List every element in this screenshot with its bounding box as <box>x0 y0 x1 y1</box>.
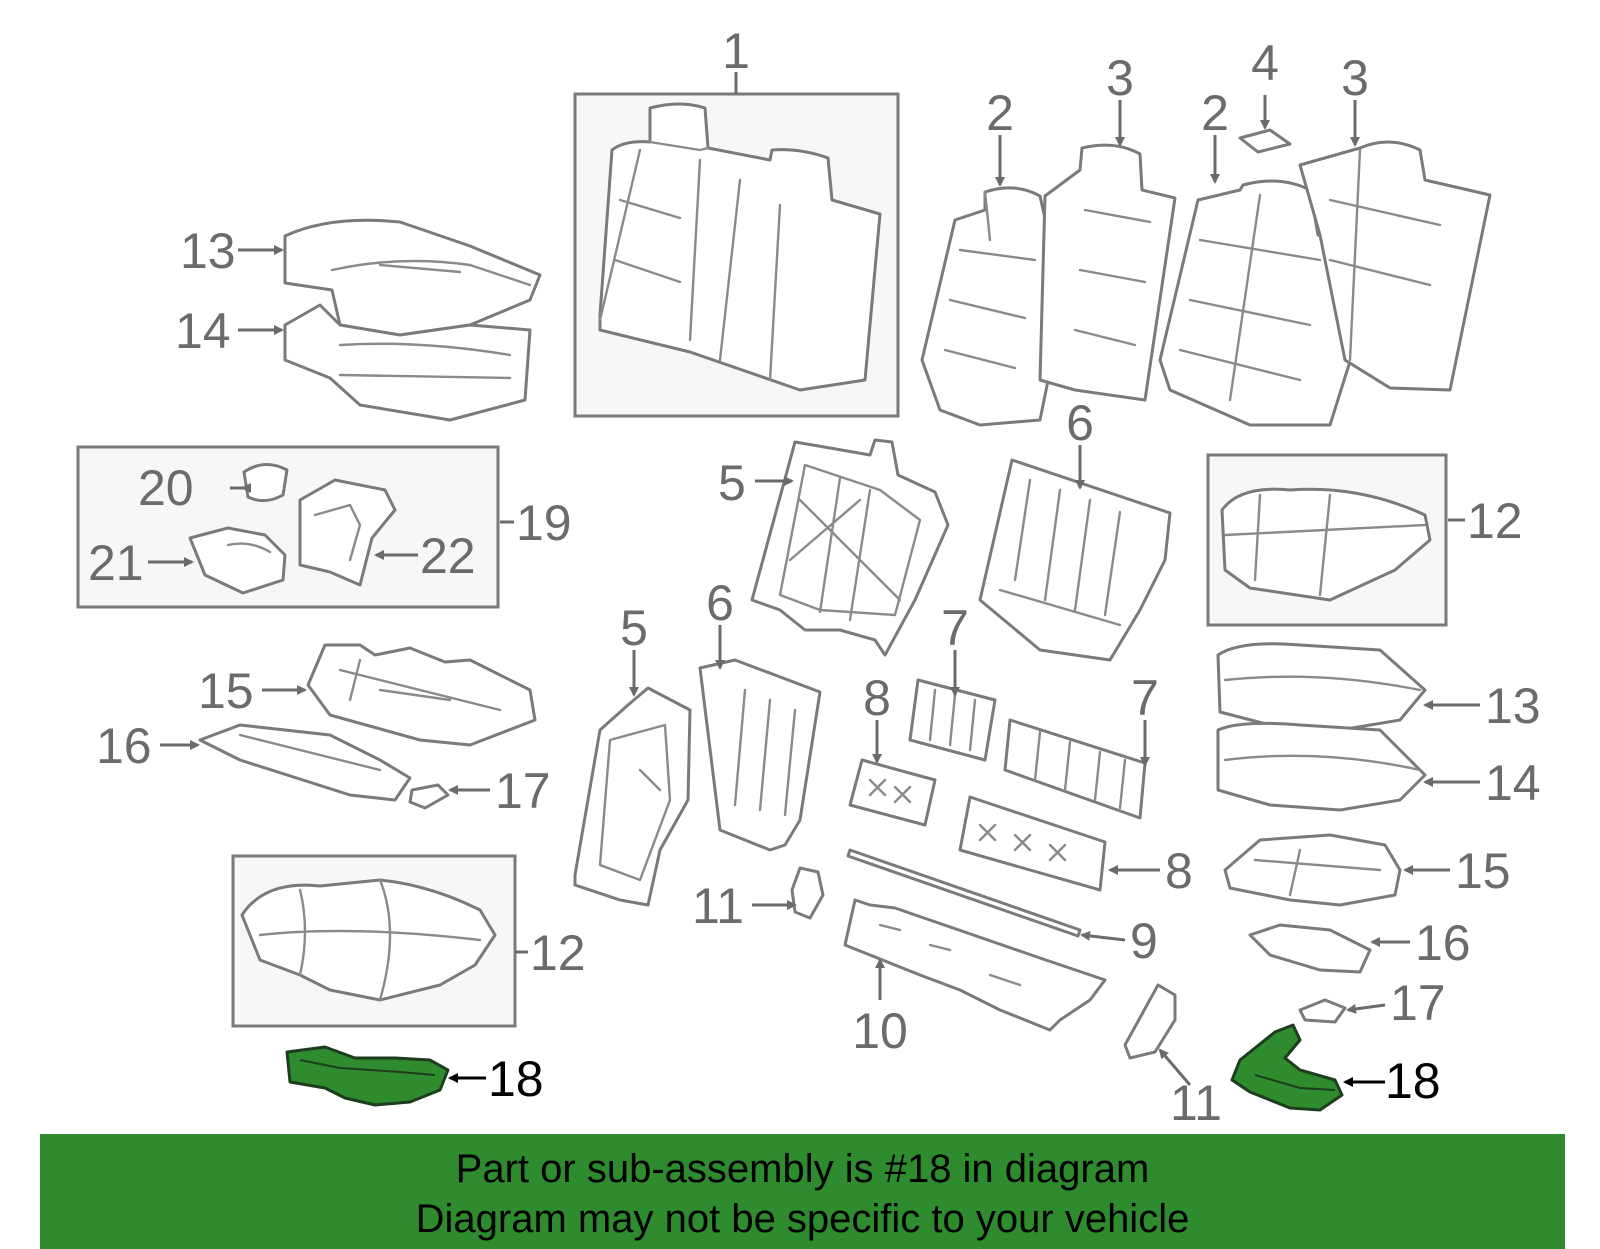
part-10-bracket <box>843 898 1107 1032</box>
part-11-upper <box>790 866 825 920</box>
callout-16-right: 16 <box>1415 915 1471 971</box>
callout-18-left: 18 <box>488 1051 544 1107</box>
banner-text: Part or sub-assembly is #18 in diagram D… <box>40 1144 1565 1244</box>
callout-7-upper: 7 <box>941 600 969 656</box>
callout-9: 9 <box>1130 913 1158 969</box>
callout-1: 1 <box>722 23 750 79</box>
callout-10: 10 <box>852 1003 908 1059</box>
callout-5-lower: 5 <box>620 600 648 656</box>
part-16-bracket-left <box>198 723 412 802</box>
callout-8-left: 8 <box>863 670 891 726</box>
part-5-side-frame <box>573 686 692 907</box>
part-18-highlighted-right <box>1230 1023 1344 1112</box>
callout-21: 21 <box>88 535 144 591</box>
part-18-highlighted-left <box>285 1045 450 1107</box>
part-19-cupholder-box <box>76 445 500 609</box>
part-11-lower <box>1123 983 1177 1060</box>
callout-14-right: 14 <box>1485 755 1541 811</box>
part-3-right-seat-back <box>1298 140 1492 392</box>
part-12-cushion-box-left <box>231 854 517 1028</box>
callout-19: 19 <box>516 495 572 551</box>
part-2-left-seat-back <box>920 186 1079 427</box>
callout-labels: 1 2 3 4 2 3 13 14 20 21 22 19 15 16 17 1… <box>88 23 1541 1131</box>
banner-line-2: Diagram may not be specific to your vehi… <box>415 1197 1190 1241</box>
callout-8-right: 8 <box>1165 843 1193 899</box>
part-6-panel-lower <box>698 658 822 852</box>
callout-2-left: 2 <box>986 85 1014 141</box>
callout-6-upper: 6 <box>1066 395 1094 451</box>
callout-5-upper: 5 <box>718 455 746 511</box>
callout-17-left: 17 <box>495 763 551 819</box>
callout-3-left: 3 <box>1106 50 1134 106</box>
part-12-cushion-box-right <box>1206 453 1448 627</box>
callout-3-right: 3 <box>1341 50 1369 106</box>
callout-12-left: 12 <box>530 925 586 981</box>
part-5-back-frame <box>750 438 950 657</box>
part-13-cushion-right <box>1216 642 1427 732</box>
part-13-14-cushion-upper-left <box>283 218 542 422</box>
callout-18-right: 18 <box>1385 1053 1441 1109</box>
banner-line-1: Part or sub-assembly is #18 in diagram <box>455 1147 1150 1191</box>
callout-13-right: 13 <box>1485 678 1541 734</box>
part-4-cap <box>1238 128 1292 154</box>
callout-12-right: 12 <box>1467 493 1523 549</box>
callout-16-left: 16 <box>96 718 152 774</box>
callout-17-right: 17 <box>1390 975 1446 1031</box>
callout-2-right: 2 <box>1201 85 1229 141</box>
callout-22: 22 <box>420 528 476 584</box>
part-15-tray-left <box>306 643 537 747</box>
callout-4: 4 <box>1251 35 1279 91</box>
callout-7-lower: 7 <box>1131 670 1159 726</box>
callout-11-lower: 11 <box>1170 1075 1222 1131</box>
callout-13-left: 13 <box>180 223 236 279</box>
part-17-clip-left <box>408 783 450 810</box>
callout-15-right: 15 <box>1455 843 1511 899</box>
part-7-lower <box>1003 718 1147 820</box>
callout-15-left: 15 <box>198 663 254 719</box>
callout-6-lower: 6 <box>706 575 734 631</box>
part-8-left <box>848 758 937 827</box>
info-banner: Part or sub-assembly is #18 in diagram D… <box>40 1134 1565 1249</box>
part-1-seat-back <box>573 92 900 418</box>
part-6-back-panel-right <box>978 458 1172 662</box>
part-14-cushion-right <box>1216 721 1427 812</box>
leader-lines <box>148 72 1480 1087</box>
callout-14-left: 14 <box>175 303 231 359</box>
callout-20: 20 <box>138 460 194 516</box>
callout-11-upper: 11 <box>692 878 744 934</box>
part-9-rod <box>846 848 1082 938</box>
part-3-left-seat-back <box>1038 143 1177 402</box>
part-7-upper <box>908 678 997 762</box>
part-16-bracket-right <box>1248 923 1372 974</box>
part-15-tray-right <box>1223 833 1402 907</box>
part-17-clip-right <box>1298 998 1347 1024</box>
part-8-right <box>958 795 1107 892</box>
